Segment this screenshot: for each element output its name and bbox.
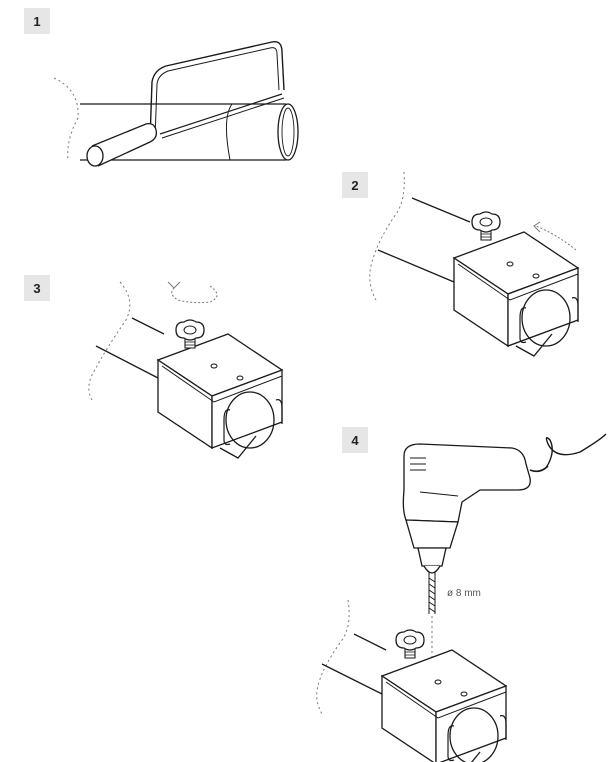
step-2-badge: 2	[342, 172, 368, 198]
step-3-badge: 3	[24, 275, 50, 301]
step-3-tighten-illustration	[88, 281, 283, 459]
step-1-badge: 1	[24, 8, 50, 34]
step-2-slide-clamp-illustration	[369, 171, 579, 357]
step-4-number: 4	[351, 432, 359, 448]
step-4-drill-illustration	[316, 433, 607, 762]
step-4-badge: 4	[342, 427, 368, 453]
step-1-saw-illustration	[53, 41, 299, 167]
step-1-number: 1	[33, 13, 41, 29]
step-2-number: 2	[351, 177, 359, 193]
drill-diameter-label: ø 8 mm	[447, 588, 481, 599]
step-3-number: 3	[33, 280, 41, 296]
